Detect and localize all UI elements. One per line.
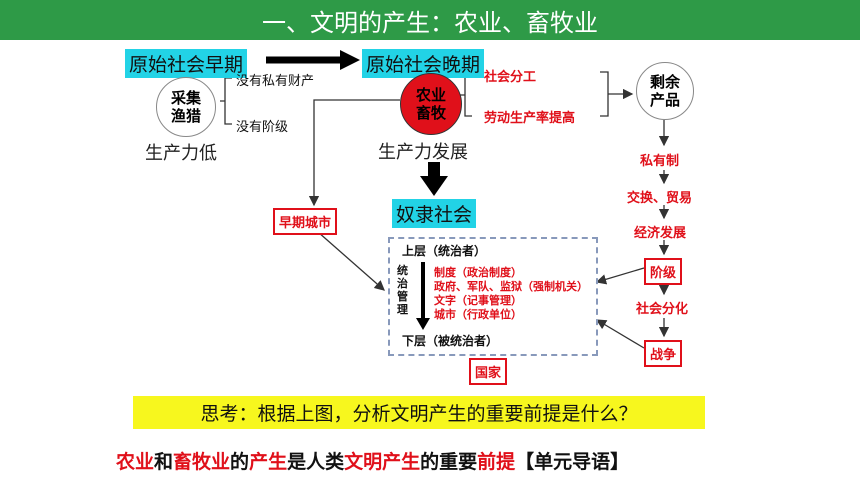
circle-text-2: 畜牧 — [415, 104, 446, 122]
state-items-list: 制度（政治制度） 政府、军队、监狱（强制机关） 文字（记事管理） 城市（行政单位… — [434, 266, 588, 322]
circle-text-2: 产品 — [649, 91, 680, 109]
state-structure-box — [388, 237, 598, 356]
early-city-box: 早期城市 — [273, 208, 338, 235]
question-text: 思考：根据上图，分析文明产生的重要前提是什么？ — [200, 403, 638, 425]
conclusion-line: 农业和畜牧业的产生是人类文明产生的重要前提【单元导语】 — [116, 447, 629, 474]
war-box: 战争 — [644, 340, 683, 367]
question-bar: 思考：根据上图，分析文明产生的重要前提是什么？ — [133, 396, 705, 429]
vertical-char: 管 — [397, 290, 408, 303]
governance-vertical-label: 统 治 管 理 — [397, 264, 409, 316]
state-item: 制度（政治制度） — [434, 266, 522, 279]
conclusion-segment: 文明产生 — [344, 451, 421, 473]
conclusion-segment: 【单元导语】 — [515, 451, 630, 473]
economic-development: 经济发展 — [634, 226, 687, 241]
slave-society-label: 奴隶社会 — [392, 199, 477, 228]
early-primitive-label: 原始社会早期 — [125, 49, 248, 78]
circle-text-2: 渔猎 — [170, 107, 201, 125]
conclusion-segment: 的重要 — [420, 451, 478, 473]
conclusion-segment: 是人类 — [287, 451, 345, 473]
exchange-trade: 交换、贸易 — [627, 191, 693, 206]
social-division-of-labor: 社会分工 — [484, 70, 537, 85]
agriculture-husbandry-circle: 农业 畜牧 — [400, 73, 462, 135]
conclusion-segment: 和 — [154, 451, 174, 473]
conclusion-segment: 畜牧业 — [173, 451, 231, 473]
low-productivity-caption: 生产力低 — [145, 143, 217, 164]
vertical-char: 统 — [397, 264, 408, 277]
class-box: 阶级 — [644, 258, 683, 285]
page-title: 一、文明的产生：农业、畜牧业 — [262, 8, 598, 37]
state-item: 政府、军队、监狱（强制机关） — [434, 280, 588, 293]
title-banner: 一、文明的产生：农业、畜牧业 — [0, 0, 860, 40]
conclusion-segment: 的 — [230, 451, 250, 473]
circle-text-1: 采集 — [170, 89, 201, 107]
state-item: 城市（行政单位） — [434, 308, 522, 321]
productivity-increase: 劳动生产率提高 — [484, 111, 576, 126]
social-differentiation: 社会分化 — [636, 302, 689, 317]
lower-class-label: 下层（被统治者） — [402, 334, 499, 348]
state-item: 文字（记事管理） — [434, 294, 522, 307]
gathering-fishing-circle: 采集 渔猎 — [156, 77, 216, 137]
conclusion-segment: 前提 — [477, 451, 516, 473]
conclusion-segment: 产生 — [249, 451, 288, 473]
vertical-char: 理 — [397, 303, 408, 316]
no-private-property: 没有私有财产 — [236, 74, 315, 89]
state-label-box: 国家 — [469, 358, 508, 385]
conclusion-segment: 农业 — [116, 451, 155, 473]
circle-text-1: 农业 — [415, 86, 446, 104]
no-class: 没有阶级 — [236, 120, 289, 135]
circle-text-1: 剩余 — [649, 73, 680, 91]
upper-class-label: 上层（统治者） — [402, 244, 487, 258]
productivity-development-caption: 生产力发展 — [378, 142, 468, 163]
private-ownership: 私有制 — [640, 154, 680, 169]
surplus-products-circle: 剩余 产品 — [636, 62, 694, 120]
vertical-char: 治 — [397, 277, 408, 290]
